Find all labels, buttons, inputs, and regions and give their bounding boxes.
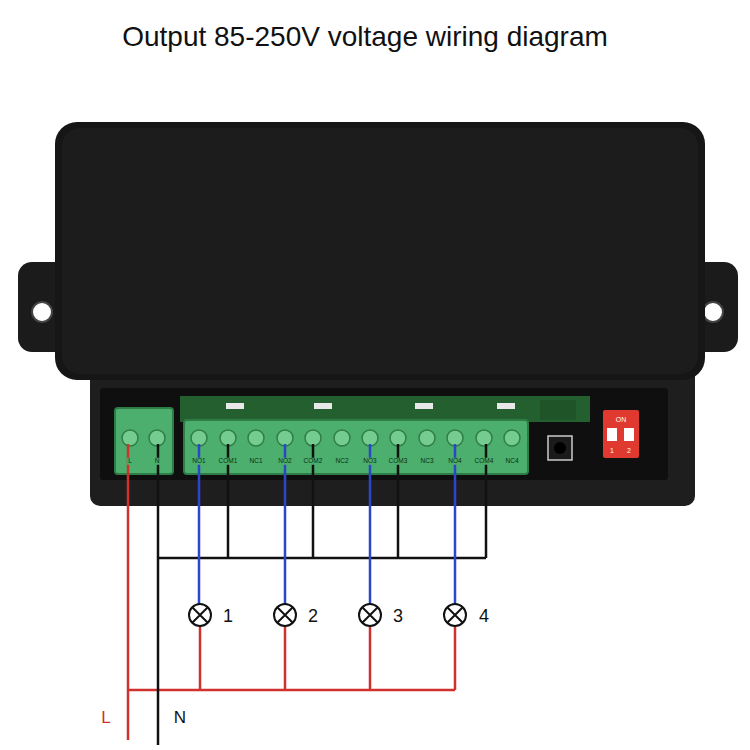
- mounting-hole: [703, 302, 723, 322]
- terminal-screw: [362, 430, 378, 446]
- lamp-symbol: [189, 604, 211, 626]
- terminal-label: NC2: [334, 458, 349, 465]
- lamp-cross: [192, 607, 208, 623]
- pcb-recess: [100, 388, 668, 480]
- terminal-label: NO1: [191, 458, 206, 465]
- switched-wire: [199, 444, 455, 604]
- dip-lever: [624, 428, 634, 441]
- terminal-screw: [149, 430, 165, 446]
- terminal-label: NC4: [504, 458, 519, 465]
- terminal-label: COM3: [388, 458, 409, 465]
- terminal-label: NC3: [419, 458, 434, 465]
- learn-button: [548, 436, 572, 460]
- terminal-screws: [122, 430, 520, 446]
- terminal-screw: [248, 430, 264, 446]
- terminal-screw: [277, 430, 293, 446]
- terminal-label: NO3: [362, 458, 377, 465]
- terminal-screw: [191, 430, 207, 446]
- resistor-symbol: [415, 403, 433, 409]
- lamp-cross: [447, 607, 463, 623]
- terminal-screw: [476, 430, 492, 446]
- terminal-label: COM1: [218, 458, 239, 465]
- terminal-label: NC1: [248, 458, 263, 465]
- housing-base: [90, 360, 695, 506]
- lamps: [189, 604, 466, 626]
- terminal-label: COM2: [303, 458, 324, 465]
- terminal-label: COM4: [474, 458, 495, 465]
- dip-switch: [603, 410, 639, 458]
- callout-number: 2: [308, 607, 318, 625]
- terminal-screw: [305, 430, 321, 446]
- live-wire: [128, 444, 455, 740]
- neutral-wire: [158, 444, 486, 745]
- switch-label: 1: [610, 447, 614, 454]
- cover-face: [62, 128, 698, 374]
- terminal-screw: [390, 430, 406, 446]
- lamp-cross: [362, 607, 378, 623]
- pcb-board: [540, 400, 576, 420]
- lamp-symbol: [274, 604, 296, 626]
- diagram-title: Output 85-250V voltage wiring diagram: [122, 23, 608, 51]
- terminal-screw: [334, 430, 350, 446]
- terminal-block: [115, 408, 173, 474]
- wires: [128, 444, 486, 745]
- wire-label: L: [101, 709, 110, 726]
- terminal-screw: [122, 430, 138, 446]
- switch-label: ON: [616, 416, 627, 423]
- callout-number: 3: [393, 607, 403, 625]
- callout-number: 1: [223, 607, 233, 625]
- lamp-cross: [277, 607, 293, 623]
- resistor-symbol: [226, 403, 244, 409]
- terminal-label: L: [127, 458, 133, 465]
- resistor-symbol: [497, 403, 515, 409]
- lamp-symbol: [444, 604, 466, 626]
- mounting-hole: [32, 302, 52, 322]
- callout-number: 4: [479, 607, 489, 625]
- dip-lever: [607, 428, 617, 441]
- terminal-screw: [419, 430, 435, 446]
- terminal-label: NO2: [277, 458, 292, 465]
- button-cap: [554, 442, 566, 454]
- terminal-screw: [504, 430, 520, 446]
- terminal-label: NO4: [447, 458, 462, 465]
- housing-cover: [55, 122, 705, 380]
- switch-label: 2: [627, 447, 631, 454]
- pcb-board: [180, 396, 590, 422]
- resistor-symbol: [314, 403, 332, 409]
- terminal-screw: [220, 430, 236, 446]
- lamp-symbol: [359, 604, 381, 626]
- terminal-screw: [447, 430, 463, 446]
- wire-label: N: [174, 709, 186, 726]
- terminal-block: [184, 420, 528, 474]
- terminal-label: N: [154, 458, 161, 465]
